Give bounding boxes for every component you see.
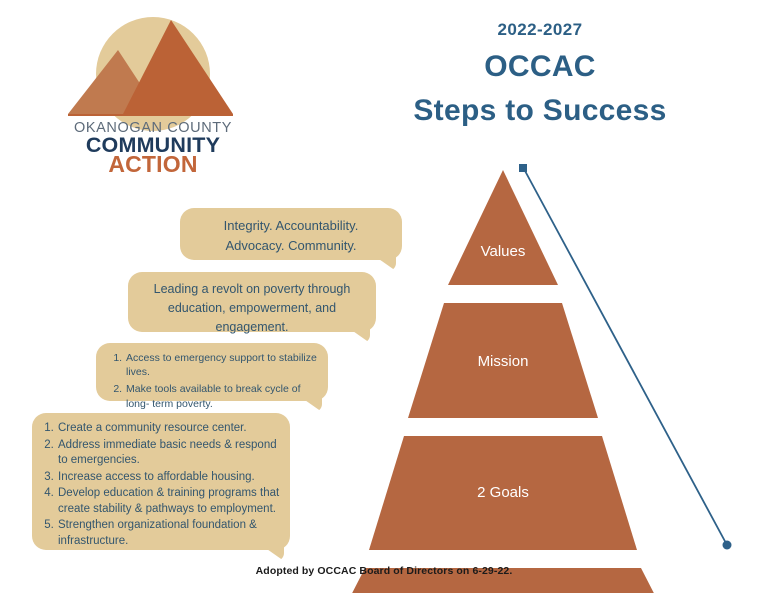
logo-mountain-sun-icon — [68, 17, 233, 131]
plan-years: 2022-2027 — [497, 20, 583, 39]
list-item: Make tools available to break cycle of l… — [125, 382, 318, 410]
bubble-strategies: Create a community resource center. Addr… — [32, 413, 290, 561]
list-item: Strengthen organizational foundation & i… — [57, 518, 280, 549]
strategies-list: Create a community resource center. Addr… — [40, 421, 280, 549]
pyramid-tier-goals-label: 2 Goals — [477, 484, 529, 501]
pyramid-tier-goals: 2 Goals — [369, 436, 637, 550]
logo-line3-text: ACTION — [108, 151, 197, 177]
bubble-mission: Leading a revolt on poverty through educ… — [128, 272, 376, 343]
pyramid-tier-strategies: 5 Strategies — [352, 568, 654, 593]
bubble-goals: Access to emergency support to stabilize… — [96, 343, 328, 412]
adoption-note: Adopted by OCCAC Board of Directors on 6… — [255, 565, 513, 577]
pyramid-tier-mission-label: Mission — [478, 353, 529, 370]
bubble-tail-icon — [350, 329, 370, 343]
list-item: Create a community resource center. — [57, 421, 280, 437]
arrow-end-dot-marker — [722, 540, 732, 550]
page-subtitle: Steps to Success — [413, 94, 667, 127]
pyramid-tier-values: Values — [448, 170, 558, 285]
bubble-tail-icon — [264, 547, 284, 561]
list-item: Address immediate basic needs & respond … — [57, 438, 280, 469]
bubble-tail-icon — [302, 398, 322, 412]
bubble-tail-icon — [376, 257, 396, 271]
list-item: Develop education & training programs th… — [57, 486, 280, 517]
list-item: Increase access to affordable housing. — [57, 470, 280, 486]
pyramid-tier-mission: Mission — [408, 303, 598, 418]
title-block: 2022-2027 OCCAC Steps to Success — [330, 8, 750, 128]
bubble-mission-line3: engagement. — [215, 319, 289, 334]
logo-line4-text: COUNCIL — [99, 176, 208, 177]
bubble-values: Integrity. Accountability. Advocacy. Com… — [180, 208, 402, 271]
bubble-values-line1: Integrity. Accountability. — [223, 218, 359, 233]
pyramid-tier-values-label: Values — [481, 243, 526, 260]
list-item: Access to emergency support to stabilize… — [125, 351, 318, 379]
bubble-values-line2: Advocacy. Community. — [225, 237, 357, 253]
logo-line2-text: COMMUNITY — [86, 133, 220, 157]
goals-list: Access to emergency support to stabilize… — [106, 351, 318, 411]
bubble-mission-line2: education, empowerment, and — [167, 300, 337, 315]
logo-line1-text: OKANOGAN COUNTY — [74, 120, 232, 136]
bubble-mission-line1: Leading a revolt on poverty through — [153, 282, 351, 296]
page-title: OCCAC — [484, 50, 596, 83]
organization-logo: OKANOGAN COUNTY COMMUNITY ACTION COUNCIL — [48, 12, 258, 177]
